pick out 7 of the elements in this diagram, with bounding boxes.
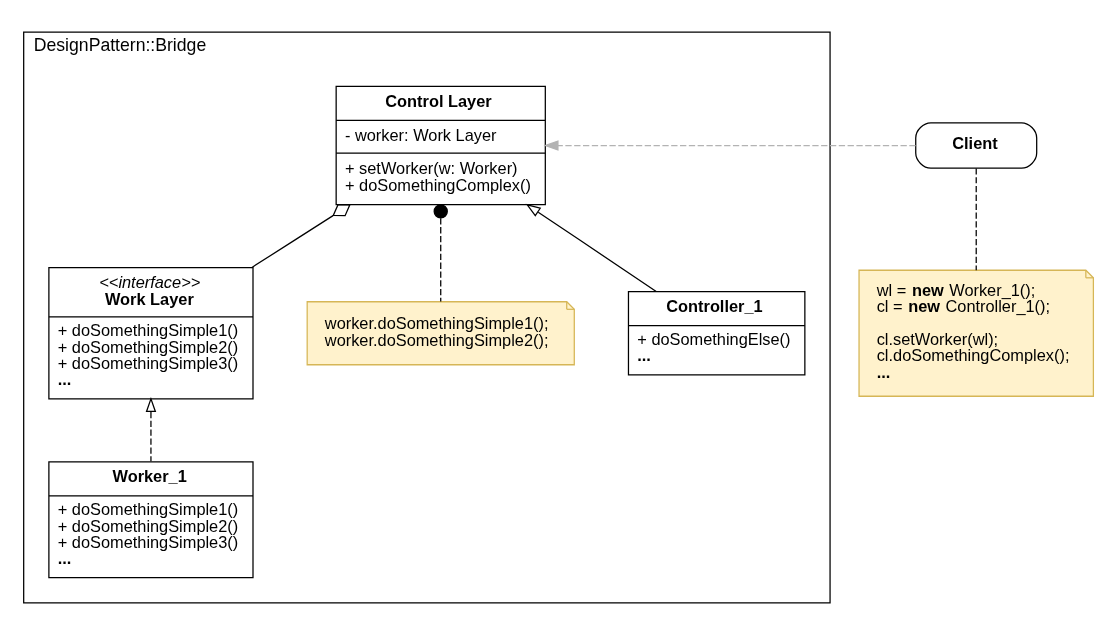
connector (433, 204, 448, 303)
arrow (145, 396, 157, 462)
connector (250, 204, 351, 269)
connector (975, 167, 977, 271)
node-box: Client (915, 122, 1038, 169)
arrow (525, 203, 657, 293)
arrow (543, 140, 917, 151)
